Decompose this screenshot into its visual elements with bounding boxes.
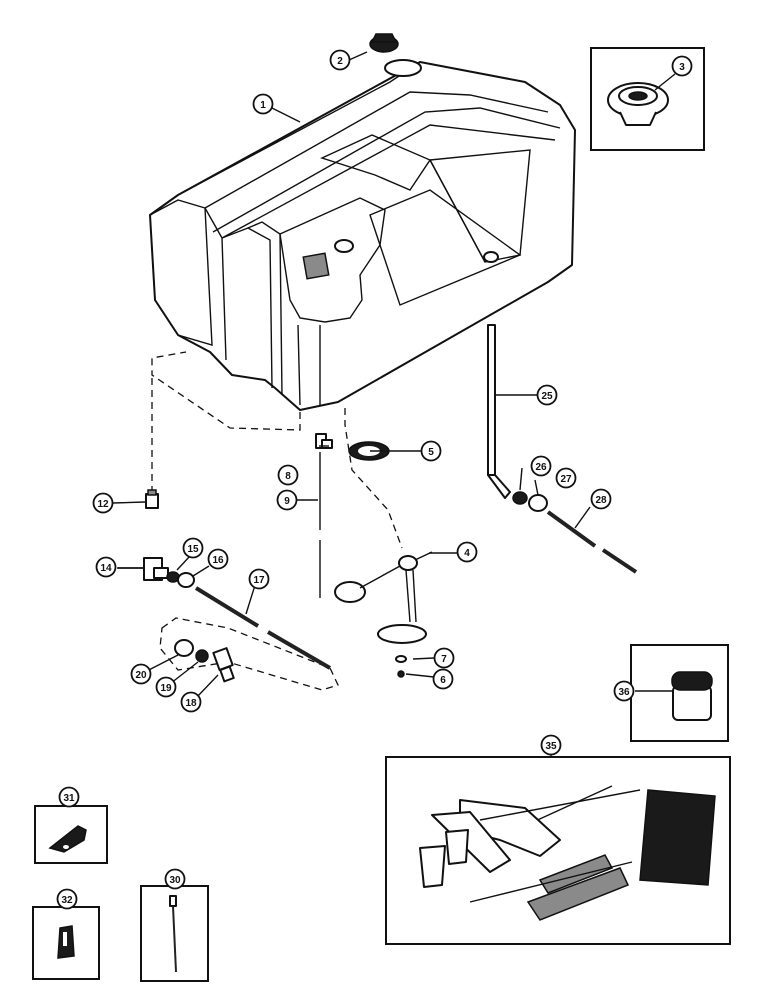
callout-16: 16: [207, 548, 229, 570]
svg-text:2: 2: [337, 56, 343, 67]
ferrule-26: [512, 491, 528, 505]
callout-2: 2: [329, 49, 351, 71]
callout-28: 28: [590, 488, 612, 510]
svg-text:27: 27: [560, 474, 572, 485]
connector-12: [145, 489, 159, 509]
callout-7: 7: [433, 647, 455, 669]
screw-6: [397, 670, 405, 678]
elbow-fitting-8: [315, 433, 333, 449]
callout-32: 32: [56, 888, 78, 910]
svg-text:14: 14: [100, 563, 112, 574]
fuel-pickup-tube-25: [487, 324, 511, 499]
callout-3: 3: [671, 55, 693, 77]
svg-text:9: 9: [284, 496, 290, 507]
callout-17: 17: [248, 568, 270, 590]
probe-inset-30: [140, 885, 209, 982]
svg-text:6: 6: [440, 675, 446, 686]
callout-8: 8: [277, 464, 299, 486]
svg-text:17: 17: [253, 575, 265, 586]
callout-1: 1: [252, 93, 274, 115]
svg-text:26: 26: [535, 462, 547, 473]
nut-16: [177, 572, 195, 588]
leader-lines: [112, 51, 672, 757]
callout-12: 12: [92, 492, 114, 514]
clip-inset-32: [32, 906, 100, 980]
svg-text:36: 36: [618, 687, 630, 698]
shutoff-valve-14: [118, 557, 169, 581]
svg-text:31: 31: [63, 793, 75, 804]
svg-text:16: 16: [212, 555, 224, 566]
svg-text:30: 30: [169, 875, 181, 886]
callout-20: 20: [130, 663, 152, 685]
clamp-inset-31: [34, 805, 108, 864]
svg-text:18: 18: [185, 698, 197, 709]
callout-5: 5: [420, 440, 442, 462]
callout-30: 30: [164, 868, 186, 890]
callout-15: 15: [182, 537, 204, 559]
svg-text:32: 32: [61, 895, 73, 906]
svg-text:1: 1: [260, 100, 266, 111]
callout-18: 18: [180, 691, 202, 713]
callout-35: 35: [540, 734, 562, 756]
sealant-container-inset-36: [630, 644, 729, 742]
fuel-sender-unit-4: [334, 551, 433, 644]
svg-text:15: 15: [187, 544, 199, 555]
fuel-tank: [149, 59, 576, 411]
fuel-line-28: [546, 510, 638, 574]
callout-31: 31: [58, 786, 80, 808]
callout-26: 26: [530, 455, 552, 477]
callout-19: 19: [155, 676, 177, 698]
callout-14: 14: [95, 556, 117, 578]
svg-text:20: 20: [135, 670, 147, 681]
callout-27: 27: [555, 467, 577, 489]
callout-25: 25: [536, 384, 558, 406]
svg-text:7: 7: [441, 654, 447, 665]
svg-text:25: 25: [541, 391, 553, 402]
svg-text:3: 3: [679, 62, 685, 73]
washer-7: [395, 655, 407, 663]
nut-27: [528, 494, 548, 512]
fuel-line-17: [194, 586, 332, 670]
repair-kit-inset-35: [385, 756, 731, 945]
callout-36: 36: [613, 680, 635, 702]
svg-text:19: 19: [160, 683, 172, 694]
svg-text:28: 28: [595, 495, 607, 506]
routing-line-4: [344, 408, 403, 549]
svg-text:4: 4: [464, 548, 470, 559]
svg-text:35: 35: [545, 741, 557, 752]
svg-text:8: 8: [285, 471, 291, 482]
ferrule-19: [195, 649, 209, 663]
callout-4: 4: [456, 541, 478, 563]
callout-9: 9: [276, 489, 298, 511]
filler-cap: [369, 33, 399, 53]
elbow-fitting-18: [212, 647, 235, 683]
svg-text:5: 5: [428, 447, 434, 458]
nut-20: [174, 639, 194, 657]
routing-line-12: [151, 351, 301, 431]
callout-6: 6: [432, 668, 454, 690]
svg-text:12: 12: [97, 499, 109, 510]
